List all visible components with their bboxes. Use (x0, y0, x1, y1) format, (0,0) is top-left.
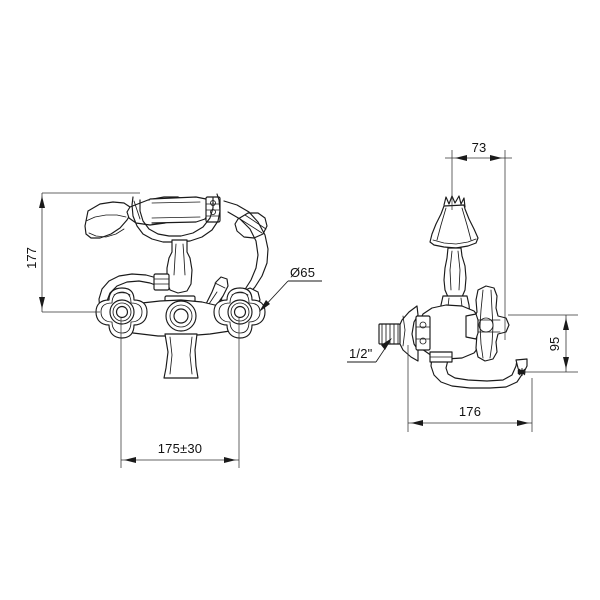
annotation-label-diameter-65: Ø65 (290, 265, 315, 280)
handset-cradle (131, 193, 221, 294)
dimension-label-175-30: 175±30 (158, 441, 203, 456)
annotation-label-thread-half-inch: 1/2" (349, 346, 373, 361)
wall-flange-and-inlet (378, 305, 431, 362)
swan-neck-spout (429, 351, 528, 389)
dimension-label-177: 177 (24, 247, 39, 269)
shower-handset (84, 196, 221, 239)
dimension-175-30: 175±30 (120, 318, 240, 468)
dimension-73: 73 (445, 140, 512, 340)
right-cross-handle (213, 287, 266, 339)
dimension-label-176: 176 (459, 404, 481, 419)
dimension-label-95: 95 (547, 337, 562, 351)
annotation-diameter-65: Ø65 (259, 265, 322, 312)
shower-cradle-bell (429, 195, 479, 298)
dimension-label-73: 73 (472, 140, 487, 155)
right-view-wall-mixer: 73 95 176 1/2" (347, 140, 578, 432)
dimension-95: 95 (508, 314, 578, 373)
annotation-thread-half-inch: 1/2" (347, 338, 392, 363)
dimension-177: 177 (24, 192, 140, 313)
dimension-176: 176 (407, 345, 533, 432)
left-view-bath-shower-mixer: 177 175±30 Ø65 (24, 192, 322, 468)
side-cross-handle (465, 285, 510, 362)
left-riser-pipe (98, 273, 170, 313)
left-cross-handle (95, 287, 148, 339)
